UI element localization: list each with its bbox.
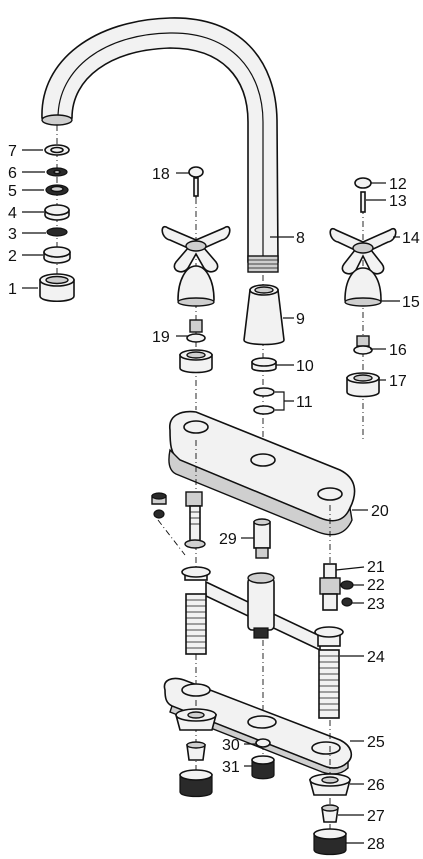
ferrule-30: [255, 738, 271, 748]
washer-23: [341, 597, 353, 607]
callout-7: 7: [8, 143, 17, 160]
callout-20: 20: [371, 503, 389, 520]
callout-10: 10: [296, 358, 314, 375]
lower-left-fittings: [174, 700, 218, 798]
callout-8: 8: [296, 230, 305, 247]
screen-3: [46, 227, 68, 237]
stem-adapter-16: [356, 335, 370, 347]
callout-27: 27: [367, 808, 385, 825]
callout-11: 11: [296, 394, 313, 411]
leader-lines: [22, 149, 400, 844]
oring-11a: [253, 387, 275, 397]
left-handle-stack: [161, 166, 231, 410]
callout-9: 9: [296, 311, 305, 328]
callout-3: 3: [8, 226, 17, 243]
callout-29: 29: [219, 531, 237, 548]
callout-23: 23: [367, 596, 385, 613]
valve-body-24: [181, 566, 344, 755]
oring-11b: [253, 405, 275, 415]
index-cap-18: [188, 166, 204, 178]
spout: [41, 17, 279, 273]
center-lower-fittings: [251, 738, 275, 780]
callout-22: 22: [367, 577, 385, 594]
callout-13: 13: [389, 193, 407, 210]
cartridge-29: [253, 518, 271, 559]
nut-31: [251, 759, 275, 780]
callout-1: 1: [8, 281, 17, 298]
callout-19: 19: [152, 329, 170, 346]
left-valve: [151, 440, 206, 570]
callout-5: 5: [8, 183, 17, 200]
stem-adapter-19: [189, 319, 203, 333]
callout-15: 15: [402, 294, 420, 311]
callout-12: 12: [389, 176, 407, 193]
callout-31: 31: [222, 759, 240, 776]
right-valve-stem: [319, 505, 354, 611]
right-handle-stack: [329, 177, 397, 440]
callout-21: 21: [367, 559, 385, 576]
callout-labels: 7 6 5 4 3 2 1 18 19 8 9 10 11 12 13 14 1…: [8, 143, 420, 853]
callout-14: 14: [402, 230, 420, 247]
center-stack: [243, 275, 285, 470]
callout-17: 17: [389, 373, 407, 390]
callout-6: 6: [8, 165, 17, 182]
aerator-stack: [39, 125, 75, 303]
callout-24: 24: [367, 649, 385, 666]
callout-18: 18: [152, 166, 170, 183]
callout-25: 25: [367, 734, 385, 751]
callout-16: 16: [389, 342, 407, 359]
callout-30: 30: [222, 737, 240, 754]
callout-28: 28: [367, 836, 385, 853]
escutcheon-9: [243, 289, 285, 346]
deck-plate-20: [168, 410, 356, 536]
nut-22: [340, 580, 354, 590]
index-cap-12: [354, 177, 372, 189]
lower-right-fittings: [308, 720, 352, 856]
callout-2: 2: [8, 248, 17, 265]
callout-26: 26: [367, 777, 385, 794]
screw-13: [360, 191, 366, 213]
callout-4: 4: [8, 205, 17, 222]
